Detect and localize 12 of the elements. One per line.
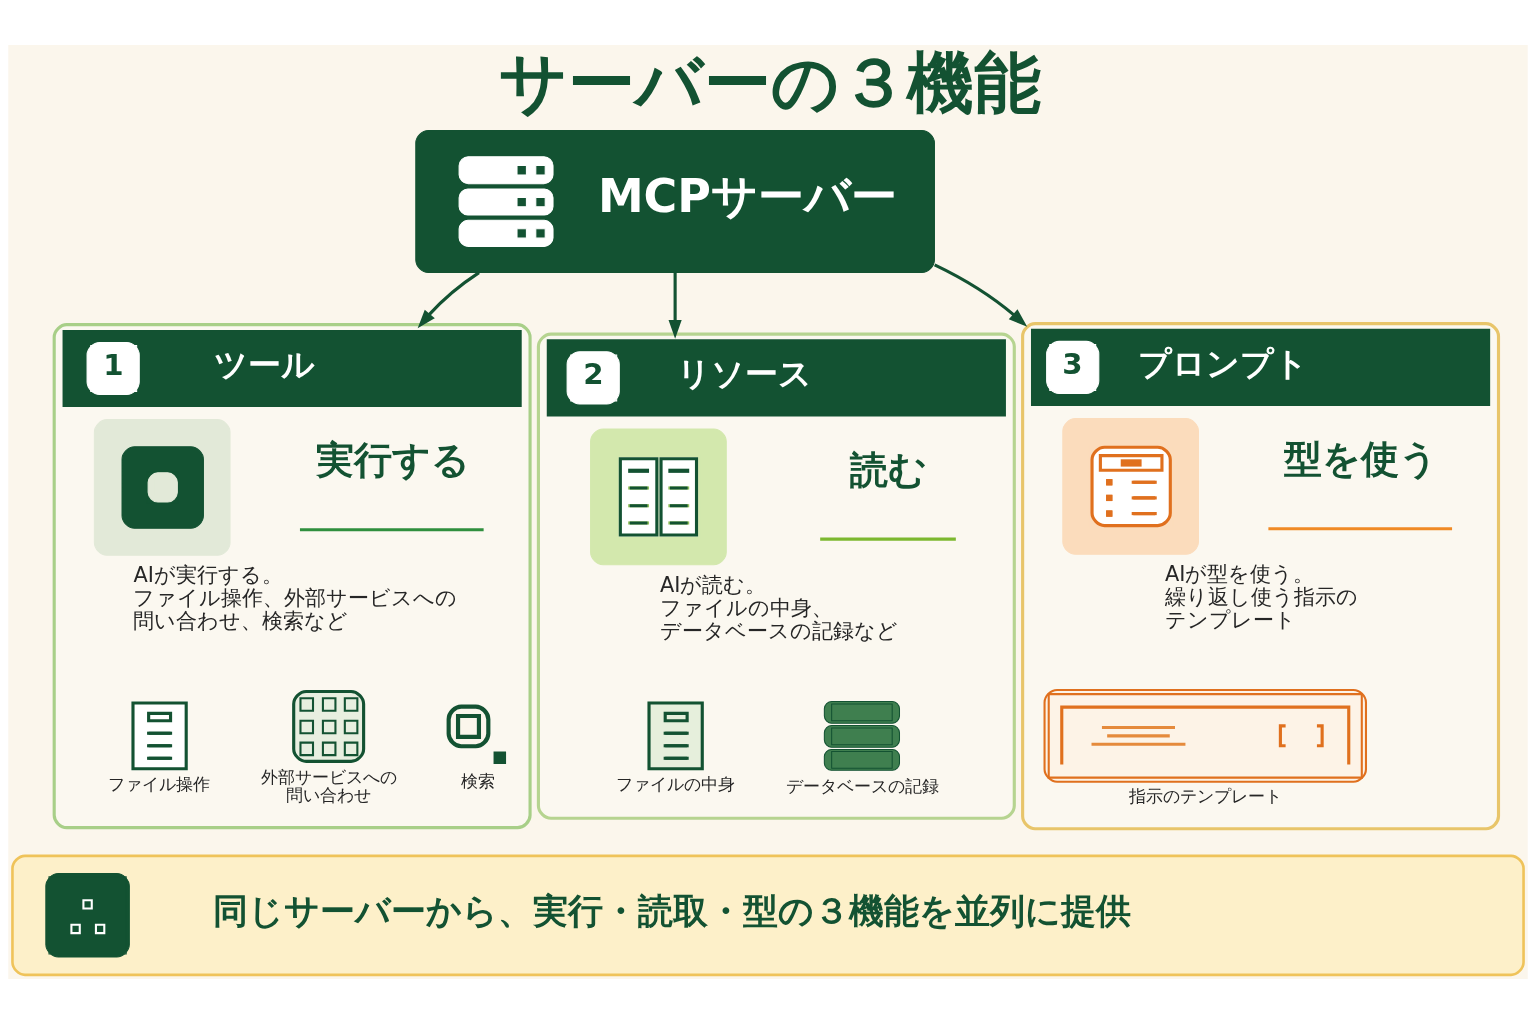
node-label: ファイルの中身 bbox=[615, 774, 735, 794]
arrow bbox=[417, 271, 480, 329]
arrow bbox=[668, 272, 682, 339]
node-box: 同じサーバーから、実行・読取・型の３機能を並列に提供 bbox=[11, 854, 1525, 977]
node-label: データベースの記録 bbox=[785, 776, 939, 796]
diagram-title: サーバーの３機能 bbox=[499, 43, 1042, 122]
node-label: 検索 bbox=[461, 771, 496, 791]
node-box: MCPサーバー bbox=[415, 130, 935, 273]
arrow bbox=[933, 263, 1028, 327]
node-label: ファイル操作 bbox=[108, 774, 211, 794]
node-label: 指示のテンプレート bbox=[1128, 787, 1282, 807]
node-label: 外部サービスへの問い合わせ bbox=[260, 767, 397, 806]
